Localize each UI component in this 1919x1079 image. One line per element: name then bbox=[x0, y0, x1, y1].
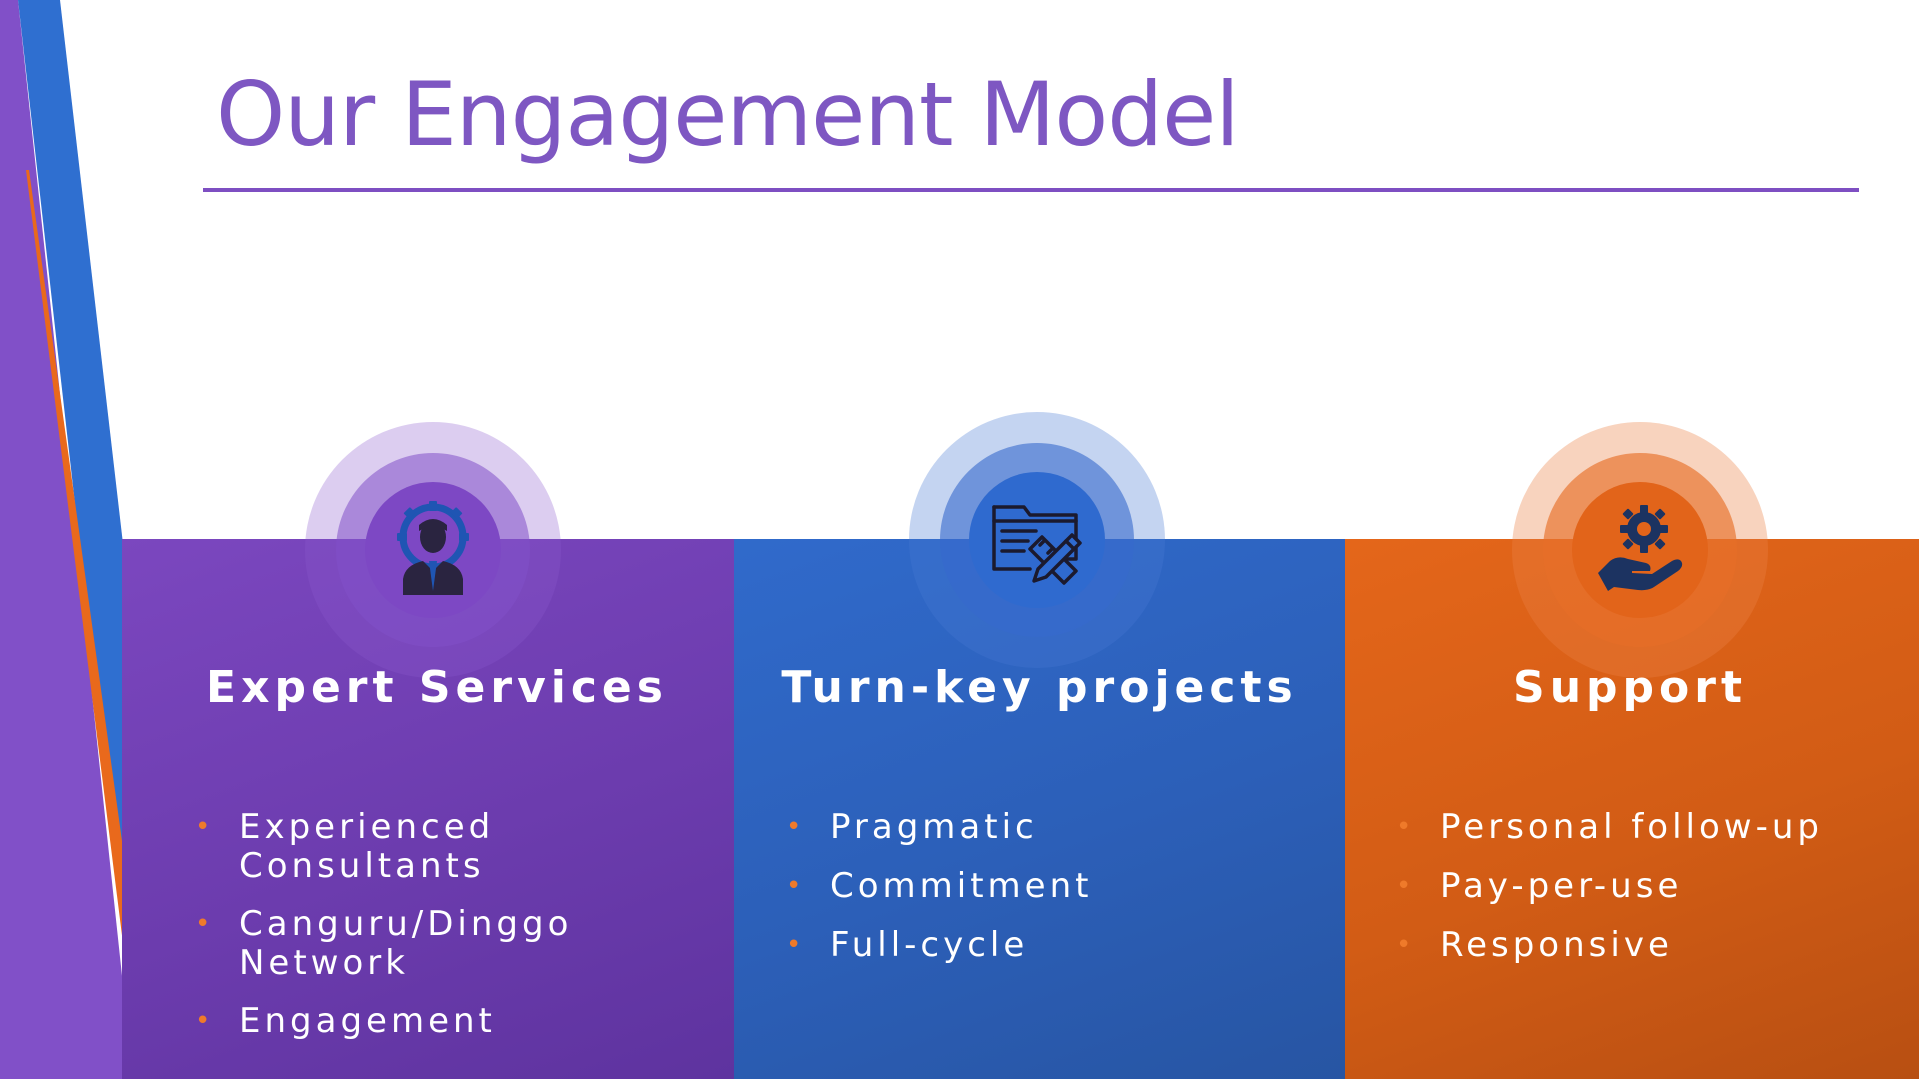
bullet-dot-icon: • bbox=[1396, 812, 1412, 842]
list-item: • Pay-per-use bbox=[1396, 866, 1683, 906]
folder-pencil-icon bbox=[990, 495, 1086, 591]
bullet-dot-icon: • bbox=[195, 909, 211, 939]
bullet-dot-icon: • bbox=[195, 812, 211, 842]
bullet-dot-icon: • bbox=[195, 1006, 211, 1036]
bullet-dot-icon: • bbox=[786, 930, 802, 960]
list-item: • Responsive bbox=[1396, 925, 1673, 965]
page-title: Our Engagement Model bbox=[216, 63, 1240, 166]
card-1-heading: Expert Services bbox=[206, 662, 668, 713]
list-item: • Canguru/Dinggo Network bbox=[195, 904, 573, 983]
hand-gear-icon bbox=[1592, 499, 1688, 595]
card-3-heading: Support bbox=[1513, 662, 1747, 713]
consultant-gear-icon bbox=[385, 499, 481, 595]
card-2-bullet-list: • Pragmatic • Commitment • Full-cycle bbox=[786, 808, 1326, 985]
bullet-dot-icon: • bbox=[786, 812, 802, 842]
list-item: • Personal follow-up bbox=[1396, 807, 1824, 847]
bullet-dot-icon: • bbox=[786, 871, 802, 901]
bullet-dot-icon: • bbox=[1396, 871, 1412, 901]
list-item: • Pragmatic bbox=[786, 807, 1038, 847]
title-divider bbox=[203, 188, 1859, 192]
list-item: • Experienced Consultants bbox=[195, 807, 495, 886]
list-item: • Engagement bbox=[195, 1001, 496, 1041]
list-item: • Commitment bbox=[786, 866, 1093, 906]
list-item: • Full-cycle bbox=[786, 925, 1029, 965]
card-2-heading: Turn-key projects bbox=[781, 662, 1298, 713]
card-3-bullet-list: • Personal follow-up • Pay-per-use • Res… bbox=[1396, 808, 1916, 985]
bullet-dot-icon: • bbox=[1396, 930, 1412, 960]
card-1-bullet-list: • Experienced Consultants • Canguru/Ding… bbox=[195, 808, 675, 1060]
